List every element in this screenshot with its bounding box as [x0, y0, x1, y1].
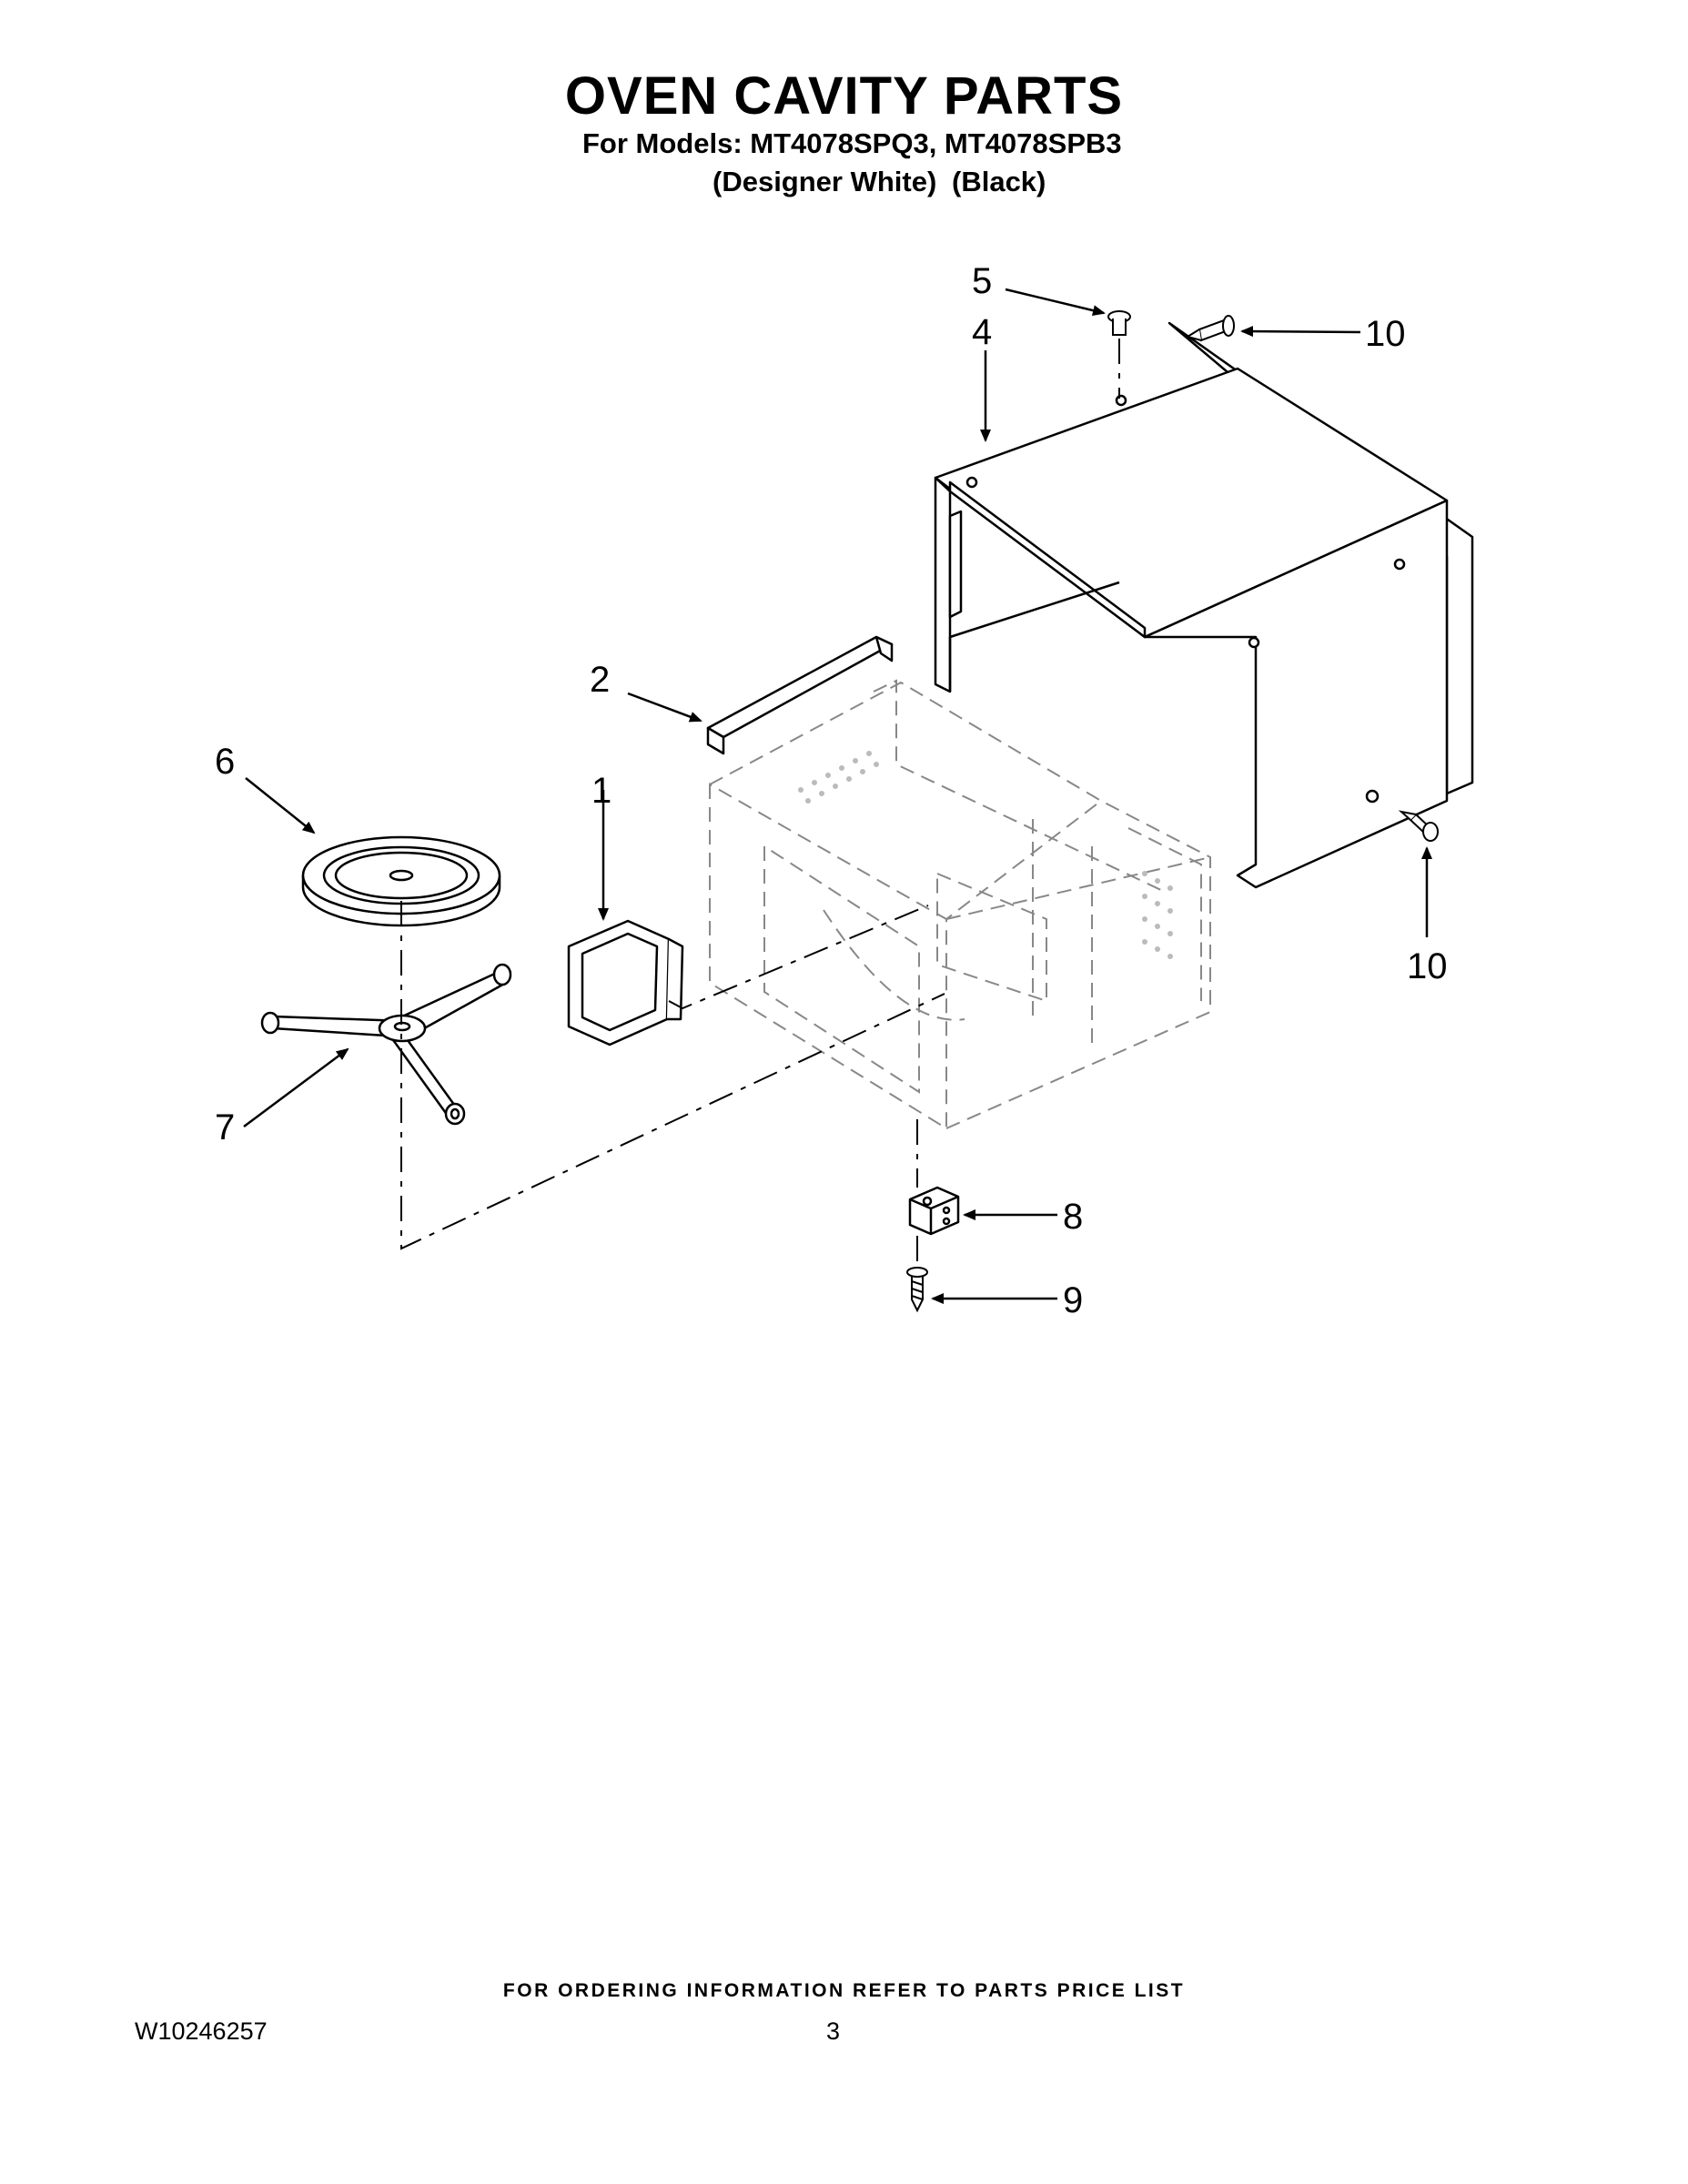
button-part-5	[1107, 310, 1131, 336]
callout-4: 4	[972, 312, 992, 352]
callout-2: 2	[590, 660, 610, 700]
page-number: 3	[826, 2017, 841, 2045]
callout-1: 1	[591, 771, 612, 811]
outer-wrapper-part	[934, 321, 1474, 889]
turntable-motor-part	[908, 1186, 960, 1236]
callout-10-right: 10	[1407, 946, 1448, 986]
bracket-part	[706, 635, 894, 755]
callout-5: 5	[972, 261, 992, 301]
cavity-vent-holes	[798, 751, 1173, 959]
callout-8: 8	[1063, 1197, 1083, 1237]
page-title: OVEN CAVITY PARTS	[564, 66, 1124, 126]
variant-designer-white: (Designer White)	[713, 166, 937, 197]
callout-10-top: 10	[1365, 314, 1406, 354]
callout-arrows	[243, 288, 1432, 1304]
exploded-parts-diagram: 1 2 4 5 6 7 8 9 10 10	[215, 261, 1474, 1320]
callout-7: 7	[215, 1107, 235, 1148]
oven-cavity-phantom	[709, 679, 1211, 1130]
roller-support-part	[260, 963, 512, 1126]
ordering-note: FOR ORDERING INFORMATION REFER TO PARTS …	[502, 1980, 1186, 2001]
frame-part	[567, 919, 684, 1046]
callout-9: 9	[1063, 1280, 1083, 1320]
screw-part-9	[906, 1267, 928, 1313]
models-line: For Models: MT4078SPQ3, MT4078SPB3	[582, 127, 1122, 159]
assembly-lines	[400, 339, 1120, 1269]
screw-part-10-top	[1185, 315, 1235, 342]
callout-6: 6	[215, 742, 235, 782]
variant-black: (Black)	[952, 166, 1046, 197]
screw-part-10-right	[1398, 810, 1439, 842]
document-number: W10246257	[135, 2017, 268, 2045]
